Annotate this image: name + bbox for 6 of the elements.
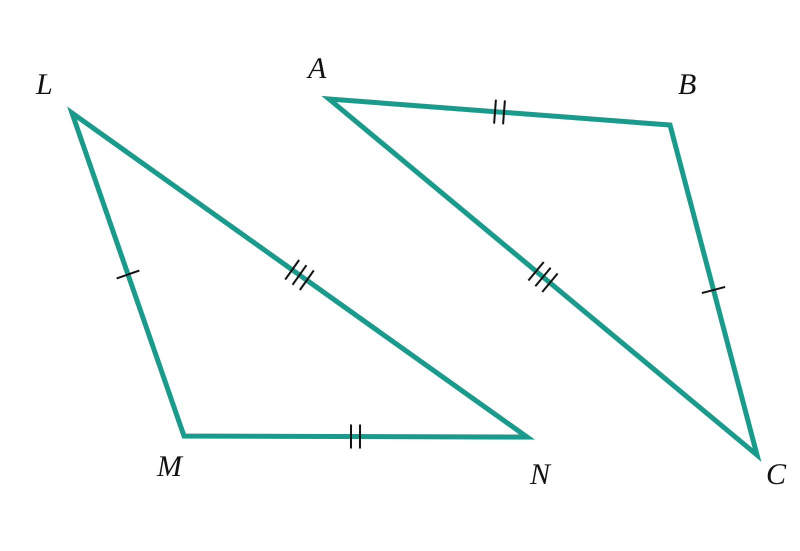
vertex-label: L	[36, 70, 53, 100]
vertex-label: C	[766, 460, 786, 490]
vertex-label: M	[157, 452, 182, 482]
vertex-label: A	[308, 54, 326, 84]
vertex-label: N	[530, 460, 550, 490]
vertex-label: B	[678, 70, 696, 100]
